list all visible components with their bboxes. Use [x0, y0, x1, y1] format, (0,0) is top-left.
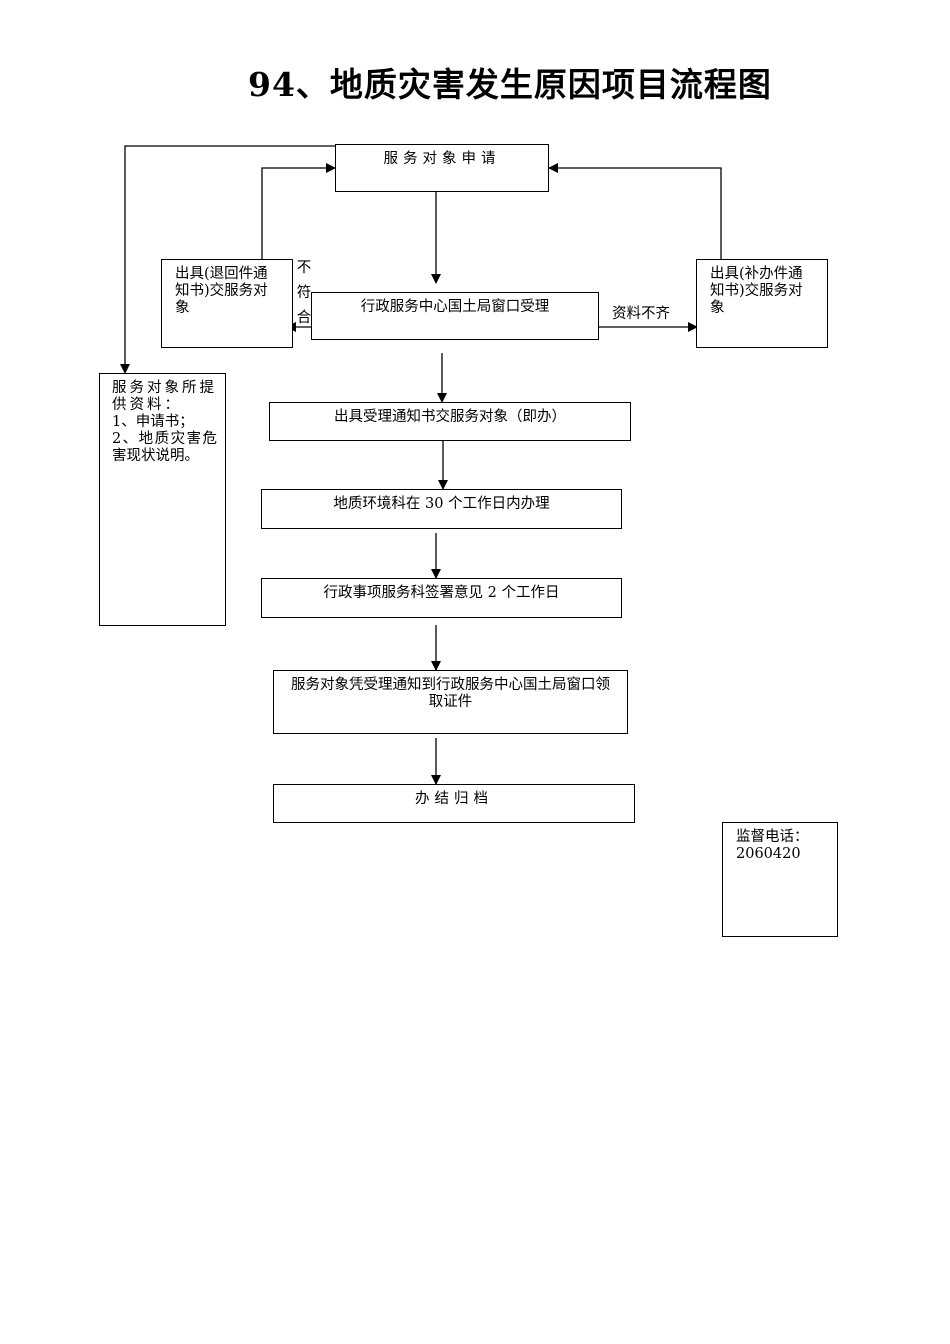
- materials-item-2: 2、地质灾害危害现状说明。: [112, 431, 217, 464]
- materials-item-1: 1、申请书；: [112, 414, 194, 430]
- node-apply: 服务对象申请: [335, 144, 549, 192]
- edge-label-not-compliant: 不符合: [296, 260, 312, 326]
- supervision-phone: 2060420: [736, 846, 801, 862]
- node-admin-sign-label: 行政事项服务科签署意见 2 个工作日: [323, 585, 560, 601]
- node-accept-notice-label: 出具受理通知书交服务对象（即办）: [334, 409, 566, 425]
- node-collect-cert-label: 服务对象凭受理通知到行政服务中心国土局窗口领取证件: [291, 677, 610, 710]
- materials-heading: 服务对象所提供资料：: [112, 380, 217, 413]
- node-return-notice-label: 出具(退回件通知书)交服务对象: [175, 266, 268, 316]
- node-window-accept-label: 行政服务中心国土局窗口受理: [360, 299, 550, 315]
- node-geo-env-process: 地质环境科在 30 个工作日内办理: [261, 489, 622, 529]
- node-return-notice: 出具(退回件通知书)交服务对象: [161, 259, 293, 348]
- node-archive-label: 办结归档: [415, 791, 493, 807]
- page-title: 94、地质灾害发生原因项目流程图: [248, 65, 772, 104]
- edge-label-incomplete: 资料不齐: [612, 306, 670, 322]
- node-archive: 办结归档: [273, 784, 635, 823]
- arrow-return-to-apply: [261, 163, 336, 260]
- supervision-label: 监督电话：: [736, 829, 809, 845]
- node-supplement-notice: 出具(补办件通知书)交服务对象: [696, 259, 828, 348]
- arrow-supplement-to-apply: [548, 163, 722, 260]
- node-materials: 服务对象所提供资料： 1、申请书； 2、地质灾害危害现状说明。: [99, 373, 226, 626]
- arrow-apply-to-materials: [120, 145, 336, 374]
- node-accept-notice: 出具受理通知书交服务对象（即办）: [269, 402, 631, 441]
- supervision-box: 监督电话： 2060420: [722, 822, 838, 937]
- node-apply-label: 服务对象申请: [383, 151, 501, 167]
- node-window-accept: 行政服务中心国土局窗口受理: [311, 292, 599, 340]
- node-supplement-notice-label: 出具(补办件通知书)交服务对象: [710, 266, 803, 316]
- node-geo-env-process-label: 地质环境科在 30 个工作日内办理: [333, 496, 550, 512]
- node-admin-sign: 行政事项服务科签署意见 2 个工作日: [261, 578, 622, 618]
- node-collect-cert: 服务对象凭受理通知到行政服务中心国土局窗口领取证件: [273, 670, 628, 734]
